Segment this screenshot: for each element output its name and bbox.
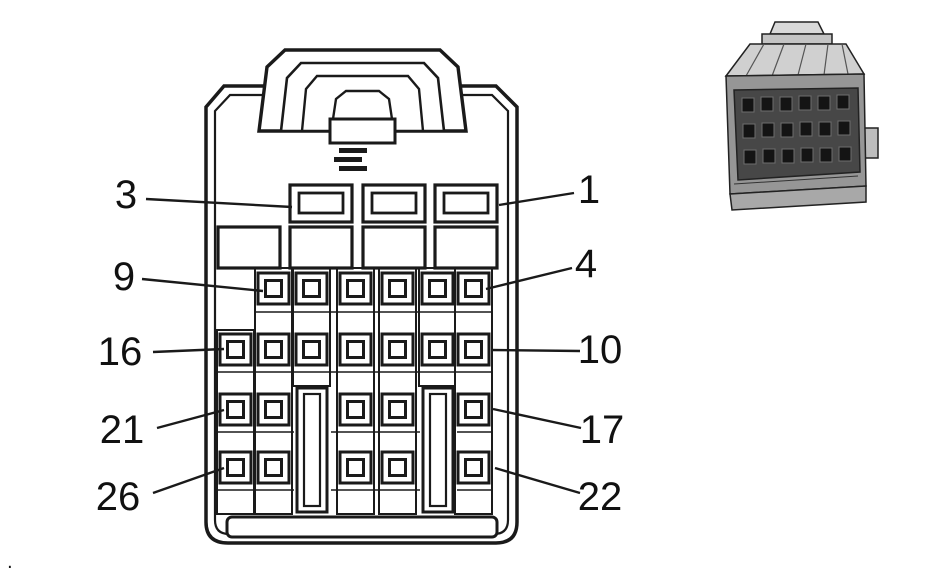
thumb-terminal [838, 146, 852, 162]
callout-label-pin-22: 22 [578, 475, 623, 519]
terminal [294, 271, 329, 306]
thumb-terminal [779, 96, 793, 112]
keyway-slot [295, 386, 329, 514]
leader-line-pin-26 [152, 466, 225, 495]
callout-label-pin-26: 26 [96, 475, 141, 519]
terminal [380, 332, 415, 367]
terminal [256, 392, 291, 427]
terminal [380, 271, 415, 306]
thumb-rib [745, 43, 765, 77]
terminal [420, 332, 455, 367]
thumb-terminal-grid [741, 94, 852, 165]
terminal-pin-21 [218, 392, 253, 427]
thumb-terminal [741, 97, 755, 113]
terminal-pin-4 [456, 271, 491, 306]
callout-label-pin-3: 3 [115, 173, 137, 217]
terminal-pin-9 [256, 271, 291, 306]
leader-line-pin-17 [492, 407, 582, 430]
thumb-rib [841, 43, 849, 75]
thumb-latch-base [761, 33, 833, 45]
thumb-terminal [762, 148, 776, 164]
stray-dot: . [7, 552, 13, 573]
connector-front-view [204, 48, 519, 545]
callout-label-pin-10: 10 [578, 328, 623, 372]
cavity-pin-1 [433, 183, 499, 224]
spring-bar [334, 157, 362, 162]
blind-cavity [433, 225, 499, 270]
callout-label-pin-4: 4 [575, 242, 597, 286]
leader-line-pin-4 [485, 266, 573, 291]
terminal [338, 392, 373, 427]
thumb-terminal [817, 95, 831, 111]
thumb-terminal [781, 148, 795, 164]
terminal [380, 450, 415, 485]
leader-line-pin-3 [145, 197, 293, 209]
terminal [294, 332, 329, 367]
thumb-terminal [760, 96, 774, 112]
thumb-rib [771, 43, 785, 77]
thumb-terminal [743, 149, 757, 165]
thumb-terminal [800, 147, 814, 163]
terminal-pin-16 [218, 332, 253, 367]
connector-3d-view [724, 21, 879, 211]
callout-label-pin-16: 16 [98, 330, 143, 374]
thumb-terminal [837, 120, 851, 136]
terminal [380, 392, 415, 427]
leader-line-pin-21 [156, 408, 225, 430]
cavity [361, 183, 427, 224]
connector-latch [257, 48, 468, 171]
terminal [256, 332, 291, 367]
callouts: 3 9 16 21 26 1 4 10 17 22 [96, 168, 625, 519]
latch-center-boss [331, 89, 394, 121]
moulding-shelf-lines [217, 311, 492, 491]
leader-line-pin-9 [141, 277, 264, 293]
terminal [338, 332, 373, 367]
callout-label-pin-21: 21 [100, 408, 145, 452]
leader-line-pin-1 [498, 191, 575, 207]
leader-line-pin-16 [152, 347, 225, 354]
callout-label-pin-17: 17 [580, 408, 625, 452]
thumb-terminal [780, 122, 794, 138]
cavity-pin-3 [288, 183, 354, 224]
callout-label-pin-1: 1 [578, 168, 600, 212]
thumb-front-groove [733, 175, 859, 185]
terminal [338, 450, 373, 485]
latch-spring-icon [334, 148, 367, 171]
thumb-terminal [761, 122, 775, 138]
thumb-rib [823, 43, 829, 76]
thumb-latch-tab [768, 21, 826, 35]
leader-line-pin-10 [490, 348, 581, 353]
thumb-terminal [818, 121, 832, 137]
thumb-terminal [819, 147, 833, 163]
thumb-terminal [742, 123, 756, 139]
blind-cavity [288, 225, 354, 270]
terminal [256, 450, 291, 485]
connector-bottom-rail [225, 515, 499, 539]
blind-cavity [361, 225, 427, 270]
terminal-pin-26 [218, 450, 253, 485]
terminal [338, 271, 373, 306]
thumb-terminal [836, 94, 850, 110]
thumb-rib [797, 43, 807, 76]
callout-label-pin-9: 9 [113, 255, 135, 299]
thumb-terminal [798, 95, 812, 111]
leader-line-pin-22 [494, 466, 581, 495]
terminal-pin-22 [456, 450, 491, 485]
latch-center-window [328, 117, 397, 145]
terminal [420, 271, 455, 306]
terminal-pin-17 [456, 392, 491, 427]
blind-cavity [216, 225, 282, 270]
thumb-top-ribs [745, 43, 849, 77]
terminal-pin-10 [456, 332, 491, 367]
keyway-slot [421, 386, 455, 514]
spring-bar [339, 166, 367, 171]
spring-bar [339, 148, 367, 153]
thumb-terminal [799, 121, 813, 137]
thumb-bottom-lip [729, 185, 867, 211]
